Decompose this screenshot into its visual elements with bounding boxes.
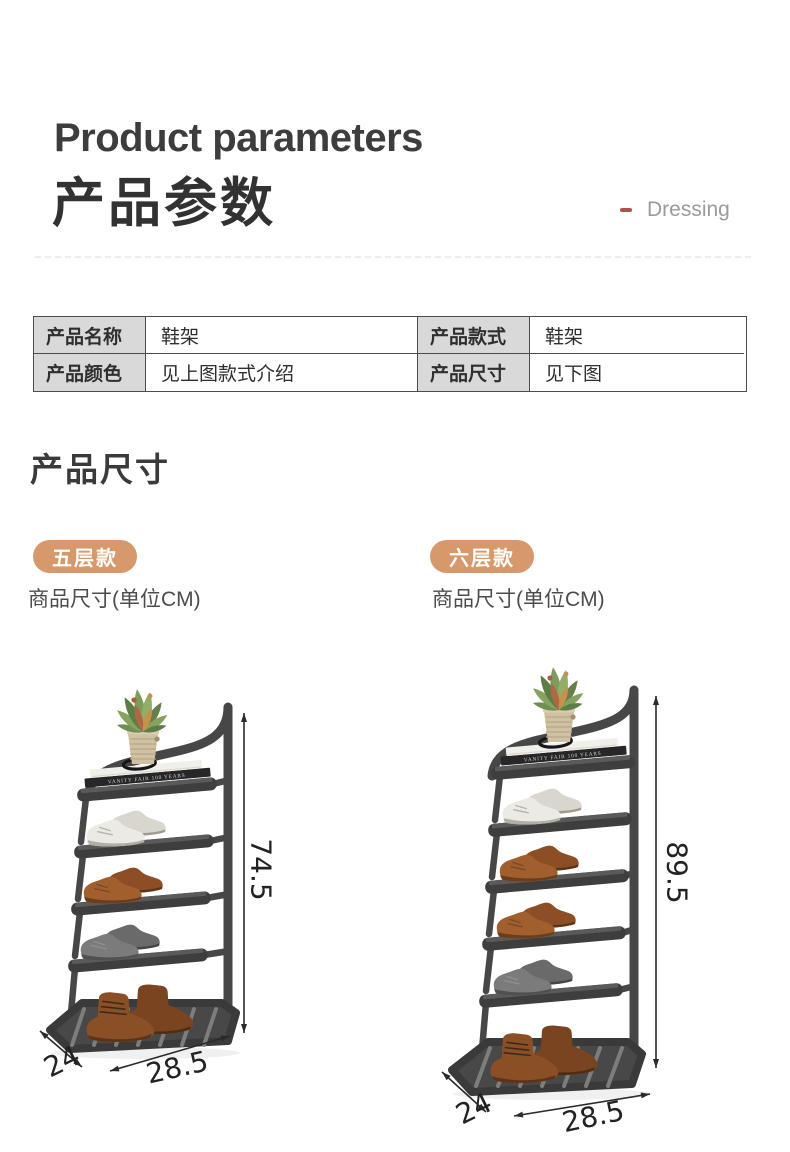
size-section-title: 产品尺寸 bbox=[30, 451, 170, 488]
page-title-english: Product parameters bbox=[54, 116, 423, 160]
badge-five-tier: 五层款 bbox=[33, 540, 137, 573]
five-tier-rack-illustration: VANITY FAIR 100 YEARS bbox=[39, 689, 247, 1072]
badge-six-tier: 六层款 bbox=[430, 540, 534, 573]
table-label-product-style: 产品款式 bbox=[418, 317, 530, 354]
accent-dash-icon bbox=[620, 208, 632, 212]
table-value-product-style: 鞋架 bbox=[530, 317, 744, 354]
page-title-chinese: 产品参数 bbox=[52, 174, 276, 233]
six-tier-height-dimension: 89.5 bbox=[660, 841, 694, 904]
dressing-tag: Dressing bbox=[620, 198, 730, 222]
table-value-product-name: 鞋架 bbox=[146, 317, 418, 354]
six-tier-rack-figure: VANITY FAIR 100 YEARS 89.5 24 28.5 bbox=[428, 650, 728, 1152]
five-tier-rack-figure: VANITY FAIR 100 YEARS 74.5 24 28.5 bbox=[30, 655, 280, 1100]
table-value-product-size: 见下图 bbox=[530, 354, 744, 391]
size-note-five-tier: 商品尺寸(单位CM) bbox=[28, 588, 201, 611]
table-label-product-size: 产品尺寸 bbox=[418, 354, 530, 391]
table-label-product-color: 产品颜色 bbox=[34, 354, 146, 391]
product-parameters-table: 产品名称 鞋架 产品款式 鞋架 产品颜色 见上图款式介绍 产品尺寸 见下图 bbox=[33, 316, 747, 392]
size-note-six-tier: 商品尺寸(单位CM) bbox=[432, 588, 605, 611]
six-tier-rack-illustration: VANITY FAIR 100 YEARS bbox=[441, 667, 659, 1118]
section-divider bbox=[35, 256, 751, 258]
five-tier-height-dimension: 74.5 bbox=[244, 838, 278, 901]
table-value-product-color: 见上图款式介绍 bbox=[146, 354, 418, 391]
dressing-label: Dressing bbox=[647, 198, 730, 221]
table-label-product-name: 产品名称 bbox=[34, 317, 146, 354]
